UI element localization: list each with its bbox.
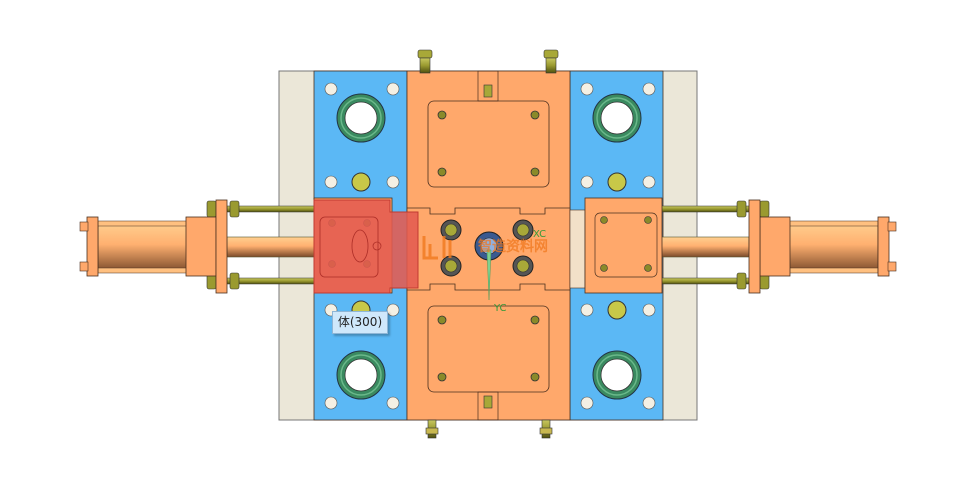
left-guide-rod[interactable]	[226, 277, 318, 285]
bolt-hole	[324, 175, 338, 189]
top-bolt-head-icon	[543, 49, 559, 59]
screw-icon	[530, 372, 540, 382]
right-slider[interactable]	[584, 197, 663, 294]
bolt-hole	[324, 396, 338, 410]
screw-icon	[644, 264, 652, 272]
watermark-logo: 智造资料网	[478, 236, 548, 256]
selection-tooltip: 体(300)	[332, 311, 388, 334]
screw-icon	[530, 167, 540, 177]
right-cap-nut-icon	[887, 261, 897, 272]
screw-icon	[437, 110, 447, 120]
bottom-slot	[477, 391, 499, 421]
screw-icon	[530, 110, 540, 120]
bolt-hole	[642, 175, 656, 189]
left-rod-nut-icon	[229, 200, 240, 218]
cooling-ring-inner	[340, 97, 382, 139]
bolt-hole	[580, 175, 594, 189]
right-slider-pocket	[594, 212, 658, 278]
screw-icon	[600, 264, 608, 272]
guide-bolt-icon	[351, 172, 371, 192]
bottom-fitting-nut-icon	[425, 427, 439, 435]
highlight-core-outline	[351, 229, 369, 263]
screw-icon	[530, 315, 540, 325]
cooling-ring-inner	[340, 354, 382, 396]
bolt-hole	[386, 175, 400, 189]
right-cylinder-end-cap	[877, 216, 890, 277]
bolt-hole	[642, 82, 656, 96]
left-cylinder-flange	[215, 199, 228, 294]
bottom-fitting-nut-icon	[539, 427, 553, 435]
left-tie-rod	[97, 220, 189, 227]
screw-icon	[644, 216, 652, 224]
right-guide-rod[interactable]	[658, 277, 750, 285]
insert-bolt-icon	[444, 223, 458, 237]
right-cylinder-head	[759, 216, 791, 277]
left-cap-nut-icon	[79, 221, 89, 232]
xc-axis-label: XC	[533, 229, 547, 240]
left-cylinder-body[interactable]	[97, 221, 189, 273]
right-rod-nut-icon	[736, 200, 747, 218]
insert-bolt-icon	[444, 259, 458, 273]
bolt-hole	[386, 396, 400, 410]
right-rod-nut-icon	[759, 200, 770, 218]
highlight-outline	[319, 216, 379, 278]
yc-axis-label: YC	[494, 303, 507, 314]
insert-bolt-icon	[516, 259, 530, 273]
cooling-ring-inner	[596, 97, 638, 139]
right-rod-nut-icon	[736, 272, 747, 290]
bottom-pin	[483, 395, 493, 409]
selection-highlight[interactable]	[313, 199, 419, 294]
highlight-pin	[372, 241, 382, 251]
guide-bolt-icon	[607, 300, 627, 320]
right-cap-nut-icon	[887, 221, 897, 232]
cooling-hole	[344, 101, 378, 135]
right-guide-rod[interactable]	[658, 205, 750, 213]
bolt-hole	[386, 82, 400, 96]
right-gap	[569, 209, 586, 289]
top-slot	[477, 70, 499, 102]
bolt-hole	[642, 303, 656, 317]
cooling-hole	[600, 358, 634, 392]
left-rod-nut-icon	[206, 200, 217, 218]
guide-bolt-icon	[607, 172, 627, 192]
top-pin	[483, 84, 493, 98]
left-cap-nut-icon	[79, 261, 89, 272]
top-bolt-shank	[419, 57, 431, 74]
right-tie-rod	[787, 267, 879, 274]
top-bolt-head-icon	[417, 49, 433, 59]
insert-bolt-icon	[516, 223, 530, 237]
bolt-hole	[324, 82, 338, 96]
left-cylinder-head	[185, 216, 217, 277]
right-cylinder-body[interactable]	[787, 221, 879, 273]
right-piston-rod[interactable]	[658, 236, 750, 258]
left-cylinder-end-cap	[86, 216, 99, 277]
bolt-hole	[580, 303, 594, 317]
watermark-logo-icon	[422, 236, 452, 260]
yc-axis-arrow	[486, 249, 492, 301]
bolt-hole	[580, 82, 594, 96]
cooling-hole	[344, 358, 378, 392]
left-tie-rod	[97, 267, 189, 274]
screw-icon	[600, 216, 608, 224]
cooling-hole	[600, 101, 634, 135]
bolt-hole	[386, 303, 400, 317]
left-guide-rod[interactable]	[226, 205, 318, 213]
left-piston-rod[interactable]	[226, 236, 318, 258]
right-cylinder-flange	[748, 199, 761, 294]
watermark-text: 智造资料网	[478, 239, 548, 255]
screw-icon	[437, 372, 447, 382]
bolt-hole	[580, 396, 594, 410]
right-tie-rod	[787, 220, 879, 227]
cooling-ring-inner	[596, 354, 638, 396]
screw-icon	[437, 315, 447, 325]
left-rod-nut-icon	[229, 272, 240, 290]
bolt-hole	[642, 396, 656, 410]
top-bolt-shank	[545, 57, 557, 74]
screw-icon	[437, 167, 447, 177]
